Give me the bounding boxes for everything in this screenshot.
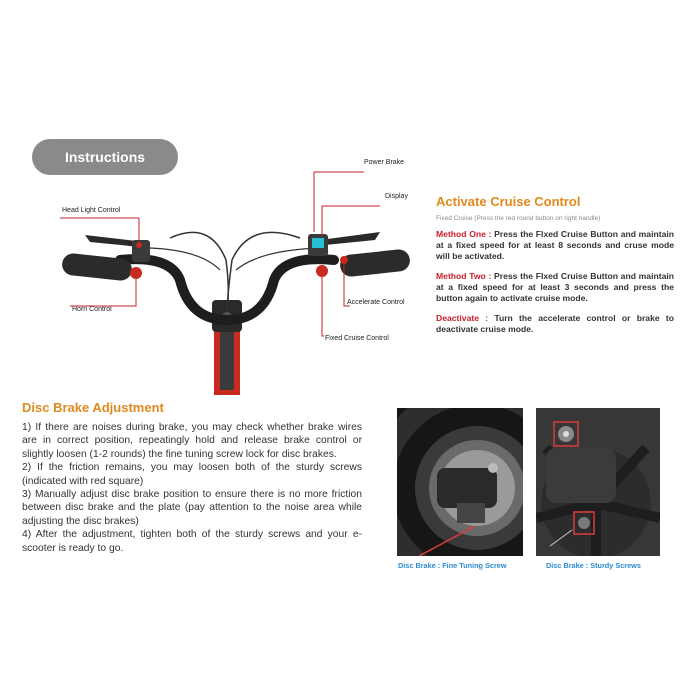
label-display: Display <box>385 193 408 200</box>
caption-fine-tuning-screw: Disc Brake : Fine Tuning Screw <box>398 561 507 570</box>
instructions-title: Instructions <box>64 149 146 165</box>
deactivate: Deactivate : Turn the accelerate control… <box>436 313 674 335</box>
method-one: Method One : Press the FIxed Cruise Butt… <box>436 229 674 262</box>
deactivate-label: Deactivate : <box>436 313 489 323</box>
method-two-label: Method Two : <box>436 271 492 281</box>
method-two-text: Press the FIxed Cruise Button and mainta… <box>436 271 674 303</box>
handlebar-illustration <box>60 171 410 395</box>
instructions-pill: Instructions <box>32 139 178 175</box>
label-power-brake: Power Brake <box>364 159 405 166</box>
photo-sturdy-screws <box>536 408 660 556</box>
photo-fine-tuning-screw <box>397 408 523 556</box>
disc-step-2: 2) If the friction remains, you may loos… <box>22 462 362 487</box>
method-one-label: Method One : <box>436 229 492 239</box>
method-one-text: Press the FIxed Cruise Button and mainta… <box>436 229 674 261</box>
cruise-title: Activate Cruise Control <box>436 194 581 209</box>
disc-step-4: 4) After the adjustment, tighten both of… <box>22 529 362 554</box>
cruise-subtitle: Fixed Cruise (Press the red round button… <box>436 215 601 222</box>
disc-brake-title: Disc Brake Adjustment <box>22 400 164 415</box>
label-horn-control: Horn Control <box>72 306 112 313</box>
disc-step-1: 1) If there are noises during brake, you… <box>22 422 362 460</box>
deactivate-text: Turn the accelerate control or brake to … <box>436 313 674 334</box>
disc-brake-steps: 1) If there are noises during brake, you… <box>22 421 362 555</box>
label-fixed-cruise-control: Fixed Cruise Control <box>325 335 389 342</box>
label-accelerate-control: Accelerate Control <box>347 299 405 306</box>
label-head-light-control: Head Light Control <box>62 207 121 214</box>
cruise-control-section: Activate Cruise Control Fixed Cruise (Pr… <box>436 194 674 344</box>
method-two: Method Two : Press the FIxed Cruise Butt… <box>436 271 674 304</box>
disc-step-3: 3) Manually adjust disc brake position t… <box>22 489 362 527</box>
caption-sturdy-screws: Disc Brake : Sturdy Screws <box>546 561 641 570</box>
